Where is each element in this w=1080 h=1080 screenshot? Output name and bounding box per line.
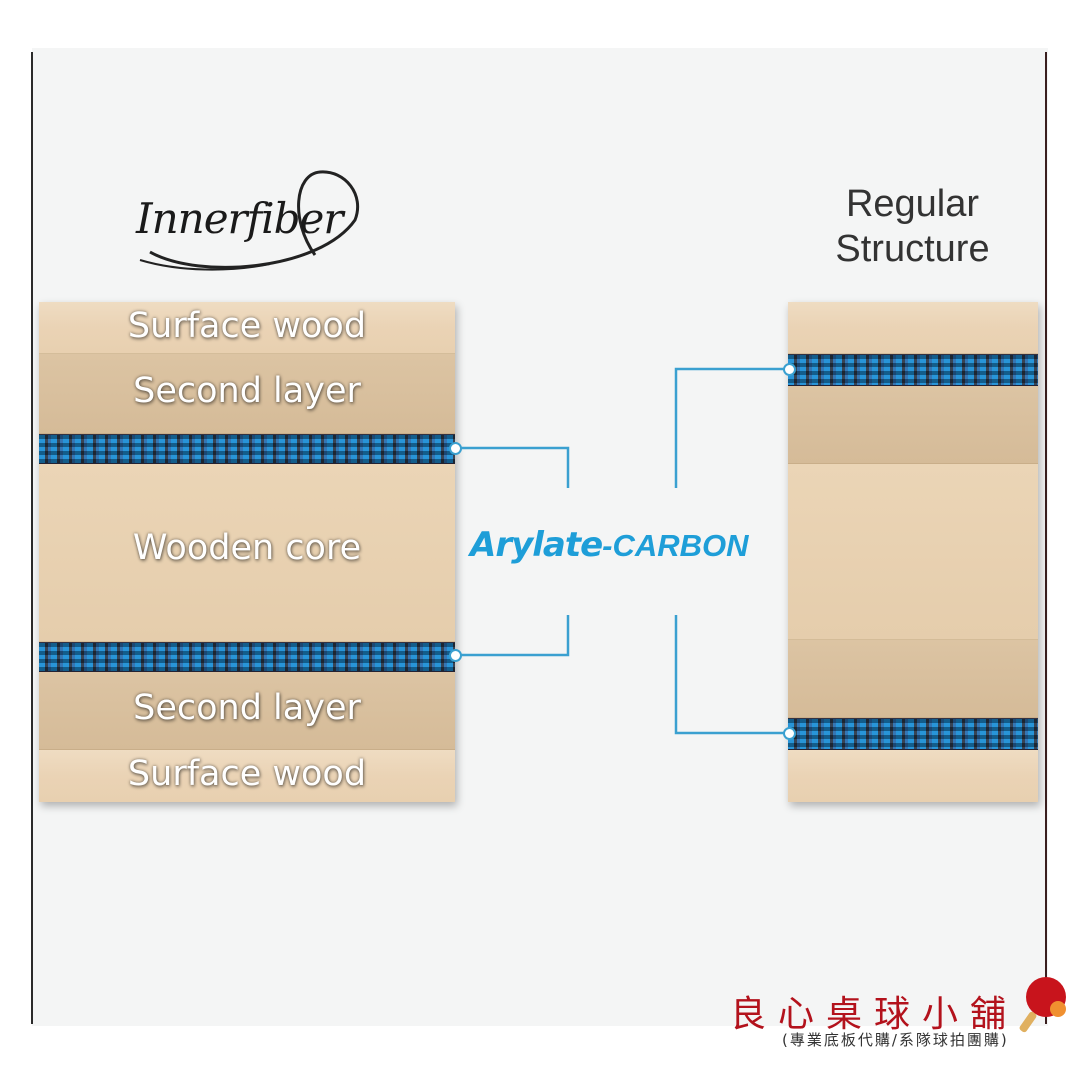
connector-dot <box>449 442 462 455</box>
arylate-carbon-brand: Arylate-CARBON <box>470 525 780 569</box>
regular-structure-heading: Regular Structure <box>800 182 1025 272</box>
layer-label: Surface wood <box>127 306 367 346</box>
layer-wooden-core: Wooden core <box>39 464 455 642</box>
carbon-layer-top <box>39 434 455 464</box>
connector-dot <box>783 363 796 376</box>
layer-wooden-core <box>788 464 1038 640</box>
regular-line-2: Structure <box>835 228 990 270</box>
innerfiber-stack: Surface wood Second layer Wooden core Se… <box>39 302 455 802</box>
layer-second-top: Second layer <box>39 354 455 434</box>
layer-surface-bottom: Surface wood <box>39 750 455 802</box>
shop-watermark: 良心桌球小舖 (專業底板代購/系隊球拍團購) <box>730 977 1070 1065</box>
layer-second-top <box>788 386 1038 464</box>
ping-pong-paddle-icon <box>1019 977 1066 1033</box>
layer-label: Wooden core <box>132 528 362 568</box>
regular-line-1: Regular <box>845 183 980 225</box>
layer-label: Second layer <box>133 688 361 728</box>
logo-text: Innerfiber <box>136 194 343 243</box>
layer-surface-bottom <box>788 750 1038 802</box>
layer-second-bottom <box>788 640 1038 718</box>
watermark-subtitle: (專業底板代購/系隊球拍團購) <box>782 1031 1009 1049</box>
layer-surface-top: Surface wood <box>39 302 455 354</box>
connector-dot <box>449 649 462 662</box>
layer-second-bottom: Second layer <box>39 672 455 750</box>
connector-dot <box>783 727 796 740</box>
carbon-layer-bottom <box>788 718 1038 750</box>
innerfiber-logo: Innerfiber <box>120 160 380 280</box>
watermark-title: 良心桌球小舖 <box>730 994 1019 1035</box>
carbon-layer-top <box>788 354 1038 386</box>
right-border-line <box>1045 52 1047 1024</box>
layer-label: Second layer <box>133 371 361 411</box>
regular-stack <box>788 302 1038 802</box>
left-border-line <box>31 52 33 1024</box>
layer-label: Surface wood <box>127 754 367 794</box>
layer-surface-top <box>788 302 1038 354</box>
brand-carbon: -CARBON <box>602 528 749 563</box>
carbon-layer-bottom <box>39 642 455 672</box>
brand-arylate: Arylate <box>470 525 603 565</box>
logo-swoosh <box>139 170 360 271</box>
